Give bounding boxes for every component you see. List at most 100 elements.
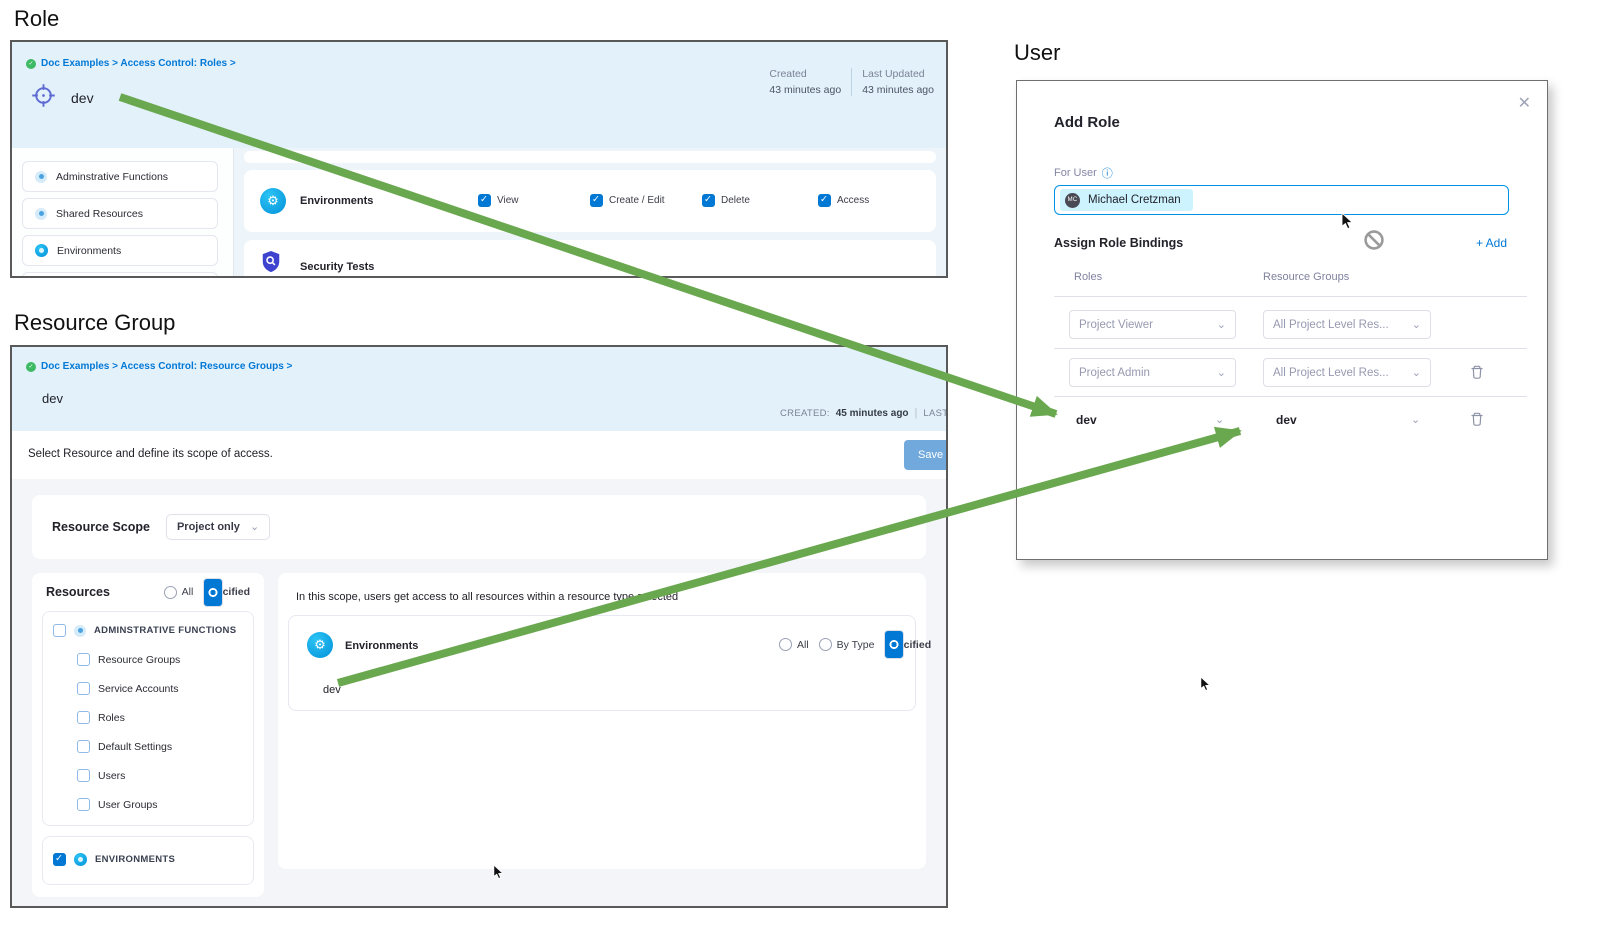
save-button[interactable]: Save [904,440,946,470]
chevron-down-icon[interactable]: ⌄ [1411,414,1421,426]
resource-group-meta: CREATED: 45 minutes ago | LAST UPD [780,407,946,419]
resource-group-header: ✓ Doc Examples > Access Control: Resourc… [12,347,946,431]
sidebar-item-shared-resources[interactable]: Shared Resources [22,198,218,229]
permission-resource-label: Security Tests [300,261,375,273]
radio-unselected-icon[interactable] [779,638,792,651]
item-checkbox[interactable] [77,798,90,811]
group-checkbox[interactable] [53,624,66,637]
item-checkbox[interactable] [77,682,90,695]
created-value: 45 minutes ago [835,407,909,419]
admin-functions-icon [35,170,47,183]
add-role-dialog: ✕ Add Role For User ⓘ MC Michael Cretzma… [1016,80,1548,560]
breadcrumb-text[interactable]: Doc Examples > Access Control: Resource … [41,361,293,372]
resources-specified-radio[interactable]: Specified [203,577,250,607]
specified-environment-dev[interactable]: dev [323,684,341,696]
tree-item-service-accounts[interactable]: Service Accounts [77,682,243,695]
radio-unselected-icon[interactable] [818,638,832,651]
scope-description: Select Resource and define its scope of … [28,448,273,460]
item-checkbox[interactable] [77,769,90,782]
chevron-down-icon[interactable]: ⌄ [1215,414,1225,426]
user-chip-name: Michael Cretzman [1088,194,1181,206]
radio-selected-icon[interactable] [884,630,905,659]
resources-all-radio[interactable]: All [163,585,193,599]
checkbox-checked-icon[interactable] [818,194,831,207]
checkbox-checked-icon[interactable] [478,194,491,207]
role-panel: ✓ Doc Examples > Access Control: Roles >… [10,40,948,278]
divider [1054,348,1527,349]
view-checkbox[interactable]: View [478,194,519,207]
permission-resource-label: Environments [300,195,374,207]
role-select-dev[interactable]: dev [1076,413,1097,427]
resource-group-toolbar: Select Resource and define its scope of … [12,431,946,479]
environments-icon [74,853,87,866]
role-breadcrumb[interactable]: ✓ Doc Examples > Access Control: Roles > [26,58,236,69]
access-checkbox[interactable]: Access [818,194,869,207]
role-select-project-viewer[interactable]: Project Viewer ⌄ [1069,310,1236,339]
sidebar-item-label: Adminstrative Functions [56,170,169,183]
tree-item-resource-groups[interactable]: Resource Groups [77,653,243,666]
environments-permission-row: ⚙ Environments View Create / Edit Delete [244,170,936,232]
tree-item-default-settings[interactable]: Default Settings [77,740,243,753]
resource-group-section-heading: Resource Group [14,310,176,335]
resource-scope-label: Resource Scope [52,520,150,534]
role-header: ✓ Doc Examples > Access Control: Roles >… [12,42,946,148]
delete-binding-icon[interactable] [1469,364,1485,380]
resource-groups-column-header: Resource Groups [1263,271,1350,283]
environments-icon [35,244,48,257]
user-select-input[interactable]: MC Michael Cretzman [1054,185,1509,215]
resource-group-panel: ✓ Doc Examples > Access Control: Resourc… [10,345,948,908]
item-checkbox[interactable] [77,653,90,666]
delete-binding-icon[interactable] [1469,411,1485,427]
create-edit-checkbox[interactable]: Create / Edit [590,194,665,207]
for-user-label: For User [1054,167,1097,179]
divider [1054,396,1527,397]
assign-role-bindings-label: Assign Role Bindings [1054,236,1184,250]
dialog-title: Add Role [1054,114,1120,131]
item-checkbox[interactable] [77,740,90,753]
tree-item-roles[interactable]: Roles [77,711,243,724]
group-checkbox-checked[interactable] [53,853,66,866]
info-icon[interactable]: ⓘ [1101,168,1113,180]
scope-detail-card: In this scope, users get access to all r… [278,573,931,869]
delete-checkbox[interactable]: Delete [702,194,750,207]
item-checkbox[interactable] [77,711,90,724]
resource-group-select-dev[interactable]: dev [1276,413,1297,427]
env-all-radio[interactable]: All [779,638,809,651]
environments-icon: ⚙ [260,188,286,214]
user-avatar: MC [1065,192,1080,208]
add-binding-button[interactable]: + Add [1475,236,1507,250]
role-sidebar: Adminstrative Functions Shared Resources… [12,148,234,276]
sidebar-item-environments[interactable]: Environments [22,235,218,266]
role-section-heading: Role [14,6,60,31]
role-select-project-admin[interactable]: Project Admin ⌄ [1069,358,1236,387]
resource-group-content: Resource Scope Project only ⌄ Resources … [12,479,946,906]
role-permissions-area: ⚙ Environments View Create / Edit Delete [234,148,946,276]
role-meta: Created 43 minutes ago Last Updated 43 m… [759,68,944,96]
project-icon: ✓ [26,58,36,69]
checkbox-checked-icon[interactable] [590,194,603,207]
tree-item-user-groups[interactable]: User Groups [77,798,243,811]
chevron-down-icon: ⌄ [1411,318,1421,331]
resource-group-breadcrumb[interactable]: ✓ Doc Examples > Access Control: Resourc… [26,361,292,372]
security-tests-permission-row: Security Tests [244,240,936,276]
role-title: dev [71,90,94,106]
created-label: CREATED: [780,407,830,419]
checkbox-checked-icon[interactable] [702,194,715,207]
environments-scope-row: ⚙ Environments All By Type [288,615,931,711]
breadcrumb-text[interactable]: Doc Examples > Access Control: Roles > [41,58,236,69]
user-chip[interactable]: MC Michael Cretzman [1060,189,1193,211]
resource-group-select-all-project[interactable]: All Project Level Res... ⌄ [1263,310,1431,339]
radio-unselected-icon[interactable] [163,585,177,599]
sidebar-item-administrative-functions[interactable]: Adminstrative Functions [22,161,218,192]
close-icon[interactable]: ✕ [1517,95,1531,112]
resource-scope-dropdown[interactable]: Project only ⌄ [165,514,271,540]
env-specified-radio[interactable]: Specified [884,630,931,659]
environments-group[interactable]: ENVIRONMENTS [42,836,254,885]
radio-selected-icon[interactable] [203,577,224,607]
resource-group-title: dev [42,391,63,406]
tree-item-users[interactable]: Users [77,769,243,782]
sidebar-item-partial[interactable] [22,272,218,276]
resources-tree-card: Resources All Specified [32,573,264,897]
resource-group-select-all-project[interactable]: All Project Level Res... ⌄ [1263,358,1431,387]
env-by-type-radio[interactable]: By Type [818,638,874,651]
